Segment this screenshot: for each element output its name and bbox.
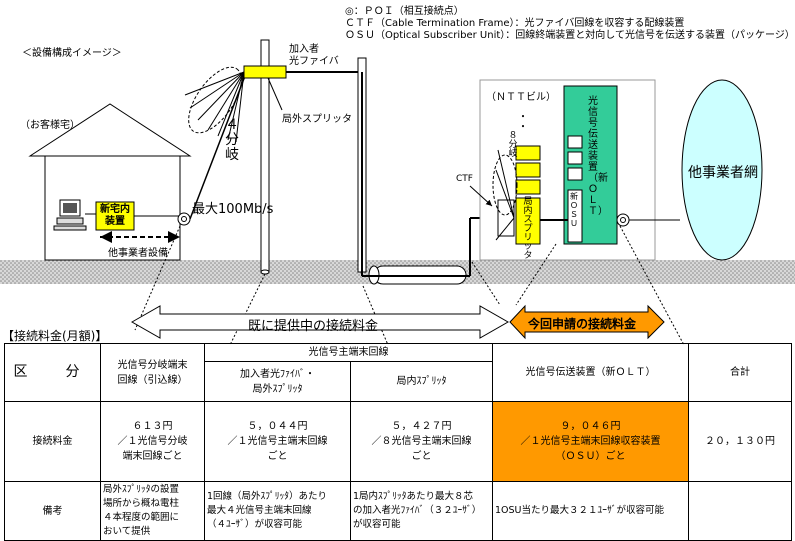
fee-olt: ９，０４６円 ／１光信号主端末回線収容装置 （ＯＳＵ）ごと	[492, 401, 689, 482]
new-home-device	[95, 201, 135, 231]
ntt-building-label: （ＮＴＴビル）	[486, 92, 556, 103]
fee-table: 区 分 光信号分岐端末 回線（引込線） 光信号主端末回線 光信号伝送装置（新ＯＬ…	[4, 343, 792, 541]
outside-splitter	[243, 65, 287, 79]
current-fee-label: 今回申請の接続料金	[528, 317, 637, 331]
utility-pole-left	[260, 39, 270, 275]
fee-title: 【接続料金(月額)】	[2, 329, 108, 343]
header-inside-splitter: 局内ｽﾌﾟﾘｯﾀ	[350, 361, 493, 402]
max-speed-label: 最大100Mb/s	[192, 202, 274, 217]
legend-osu: ＯＳＵ（Optical Subscriber Unit）：回線終端装置と対向して…	[345, 30, 795, 41]
new-osu-card	[567, 189, 583, 243]
poi-building-icon	[616, 213, 630, 227]
fee-inside-splitter: ５，４２７円 ／８光信号主端末回線 ごと	[350, 401, 493, 482]
four-branch-label: ４ 分 岐	[225, 117, 239, 163]
inside-splitter-label: 局内スプリッタ	[523, 197, 533, 261]
olt-label: 光信号伝送装置（新ＯＬＴ）	[588, 96, 608, 217]
poi-home-icon	[177, 212, 191, 226]
eight-branch-label: ８ 分 岐	[508, 131, 518, 159]
four-branch-fan	[184, 66, 245, 143]
remark-olt: 1OSU当たり最大３２１ﾕｰｻﾞが収容可能	[492, 481, 689, 541]
new-osu-label: 新ＯＳＵ	[570, 192, 578, 228]
eight-branch-fan	[492, 149, 518, 241]
other-network-label: 他事業者網	[688, 165, 758, 181]
svg-text:・: ・	[518, 122, 528, 133]
svg-text:・: ・	[518, 112, 528, 123]
header-sub-fiber-splitter: 加入者光ﾌｧｲﾊﾞ・ 局外ｽﾌﾟﾘｯﾀ	[204, 361, 351, 402]
subscriber-fiber-label: 加入者 光ファイバ	[289, 44, 339, 67]
new-home-device-label: 新宅内 装置	[100, 204, 130, 227]
other-network	[681, 79, 763, 261]
outside-splitter-label: 局外スプリッタ	[282, 114, 352, 125]
inside-splitter	[515, 197, 541, 245]
header-category: 区 分	[4, 343, 101, 402]
remark-inside-splitter: 1局内ｽﾌﾟﾘｯﾀあたり最大８芯 の加入者光ﾌｧｲﾊﾞ（３２ﾕｰｻﾞ） が収容可…	[350, 481, 493, 541]
remark-row-label: 備考	[4, 481, 101, 541]
remark-branch-line: 局外ｽﾌﾟﾘｯﾀの設置 場所から概ね電柱 ４本程度の範囲に おいて提供	[100, 481, 205, 541]
legend-ctf: ＣＴＦ（Cable Termination Frame）：光ファイバ回線を収容す…	[345, 18, 685, 29]
diagram-title: ＜設備構成イメージ＞	[22, 48, 122, 59]
header-branch-line: 光信号分岐端末 回線（引込線）	[100, 343, 205, 402]
remark-total	[688, 481, 792, 541]
other-equipment-label: 他事業者設備	[108, 248, 168, 259]
legend-poi: ◎：ＰＯＩ（相互接続点）	[345, 6, 464, 17]
header-olt: 光信号伝送装置（新ＯＬＴ）	[492, 343, 689, 402]
current-fee-arrow	[509, 304, 665, 340]
existing-fee-arrow	[130, 305, 510, 339]
header-main-line: 光信号主端末回線	[204, 343, 493, 362]
remark-sub-fiber-splitter: 1回線（局外ｽﾌﾟﾘｯﾀ）あたり 最大４光信号主端末回線 （４ﾕｰｻﾞ）が収容可…	[204, 481, 351, 541]
ctf-label: CTF	[456, 174, 473, 184]
customer-home-label: （お客様宅）	[20, 120, 80, 131]
fee-sub-fiber-splitter: ５，０４４円 ／１光信号主端末回線 ごと	[204, 401, 351, 482]
fee-branch-line: ６１３円 ／１光信号分岐 端末回線ごと	[100, 401, 205, 482]
ctf-arrow	[469, 185, 493, 207]
fee-row-label: 接続料金	[4, 401, 101, 482]
fee-total: ２０，１３０円	[688, 401, 792, 482]
header-total: 合計	[688, 343, 792, 402]
network-diagram: ・ ・	[0, 39, 795, 345]
existing-fee-label: 既に提供中の接続料金	[248, 319, 379, 334]
inside-splitter-ports	[515, 145, 541, 195]
ctf-frame	[497, 199, 515, 237]
pc-icon	[53, 199, 87, 231]
olt-slots	[567, 135, 583, 181]
